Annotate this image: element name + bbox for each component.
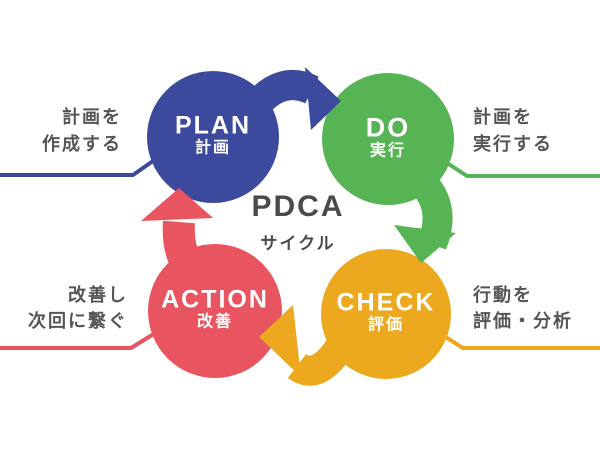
- arrow-plan-to-do-shaft: [226, 70, 319, 138]
- arrow-check-to-action-head: [259, 305, 301, 377]
- annotation-do-line1: 計画を: [473, 107, 533, 127]
- annotation-plan-line1: 計画を: [62, 107, 122, 127]
- arrow-do-to-check: [394, 159, 456, 263]
- arrow-do-to-check-head: [394, 225, 456, 263]
- diagram-title-sub: サイクル: [260, 234, 336, 253]
- connector-line-do: [445, 161, 600, 178]
- connector-line-action: [0, 333, 154, 350]
- annotation-plan-line2: 作成する: [42, 134, 122, 154]
- annotation-action-line1: 改善し: [68, 285, 128, 305]
- annotation-do-line2: 実行する: [473, 134, 553, 154]
- diagram-title: PDCA サイクル: [251, 190, 344, 254]
- annotation-check-line2: 評価・分析: [473, 311, 573, 331]
- annotation-check-line1: 行動を: [473, 285, 533, 305]
- diagram-title-main: PDCA: [251, 190, 345, 223]
- arrow-plan-to-do-head: [305, 67, 341, 130]
- arrow-check-to-action-shaft: [287, 335, 355, 386]
- arrow-check-to-action: [259, 305, 355, 386]
- connector-line-plan: [0, 159, 155, 177]
- arrow-action-to-plan-shaft: [162, 220, 215, 297]
- annotation-action: 改善し 次回に繋ぐ: [0, 282, 128, 334]
- annotation-do: 計画を 実行する: [473, 104, 553, 158]
- annotation-check: 行動を 評価・分析: [473, 282, 573, 334]
- annotation-action-line2: 次回に繋ぐ: [28, 311, 128, 331]
- arrow-plan-to-do: [226, 67, 341, 138]
- annotation-plan: 計画を 作成する: [0, 104, 122, 158]
- check-circle: [321, 249, 451, 379]
- connector-line-check: [442, 334, 600, 350]
- arrow-action-to-plan: [141, 188, 215, 297]
- action-circle: [148, 244, 282, 378]
- arrow-action-to-plan-head: [141, 188, 213, 221]
